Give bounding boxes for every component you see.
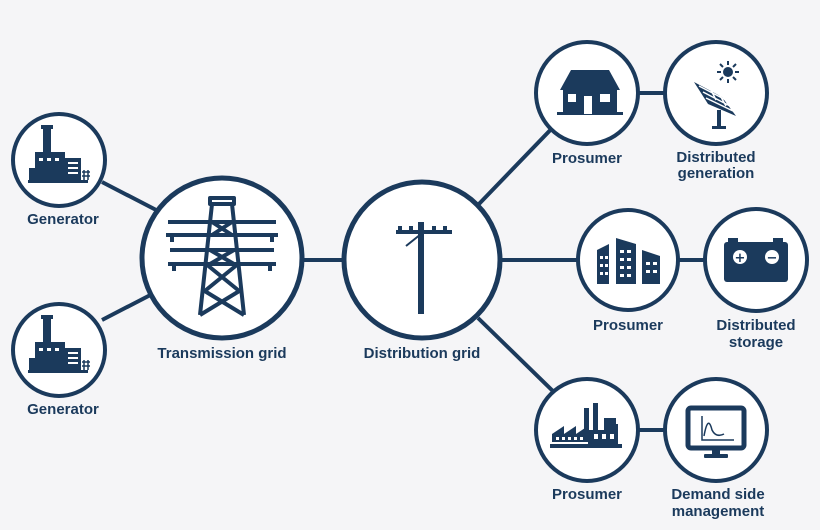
node-distributed-generation: Distributed generation [663, 40, 769, 182]
node-distributed-storage: + − Distributed storage [703, 207, 809, 351]
node-circle [663, 40, 769, 146]
node-prosumer-house: Prosumer [534, 40, 640, 167]
edge-generator1-transmission [101, 180, 161, 214]
battery-plus-symbol: + [735, 251, 746, 266]
node-label-line2: management [672, 503, 765, 520]
node-label: Transmission grid [157, 345, 286, 362]
node-label-line2: storage [729, 334, 783, 351]
node-label: Generator [27, 211, 99, 228]
power-plant-icon [28, 125, 90, 183]
utility-pole-icon [396, 222, 452, 314]
battery-minus-symbol: − [767, 251, 778, 266]
power-plant-icon [28, 315, 90, 373]
edge-distribution-prosumer-house [476, 118, 562, 207]
node-circle [663, 377, 769, 483]
node-generator-1: Generator [11, 112, 107, 228]
monitor-icon [685, 405, 747, 458]
node-label-line1: Demand side [671, 486, 764, 503]
node-label: Generator [27, 401, 99, 418]
node-label: Prosumer [593, 317, 663, 334]
node-label-line2: generation [678, 165, 755, 182]
edges [101, 91, 708, 432]
node-label: Prosumer [552, 486, 622, 503]
transmission-tower-icon [166, 196, 278, 317]
node-label-line1: Distributed [676, 149, 755, 166]
node-prosumer-buildings: Prosumer [576, 208, 680, 334]
buildings-icon [597, 238, 660, 284]
node-prosumer-factory: Prosumer [534, 377, 640, 503]
house-icon [557, 70, 623, 115]
factory-icon [550, 403, 622, 448]
node-generator-2: Generator [11, 302, 107, 418]
node-distribution-grid: Distribution grid [341, 179, 503, 362]
node-label: Prosumer [552, 150, 622, 167]
node-label-line1: Distributed [716, 317, 795, 334]
edge-distribution-prosumer-factory [476, 316, 562, 400]
battery-icon: + − [724, 238, 788, 282]
node-label: Distribution grid [364, 345, 481, 362]
node-transmission-grid: Transmission grid [139, 175, 305, 362]
solar-panel-icon [694, 61, 739, 129]
node-demand-side-management: Demand side management [663, 377, 769, 520]
